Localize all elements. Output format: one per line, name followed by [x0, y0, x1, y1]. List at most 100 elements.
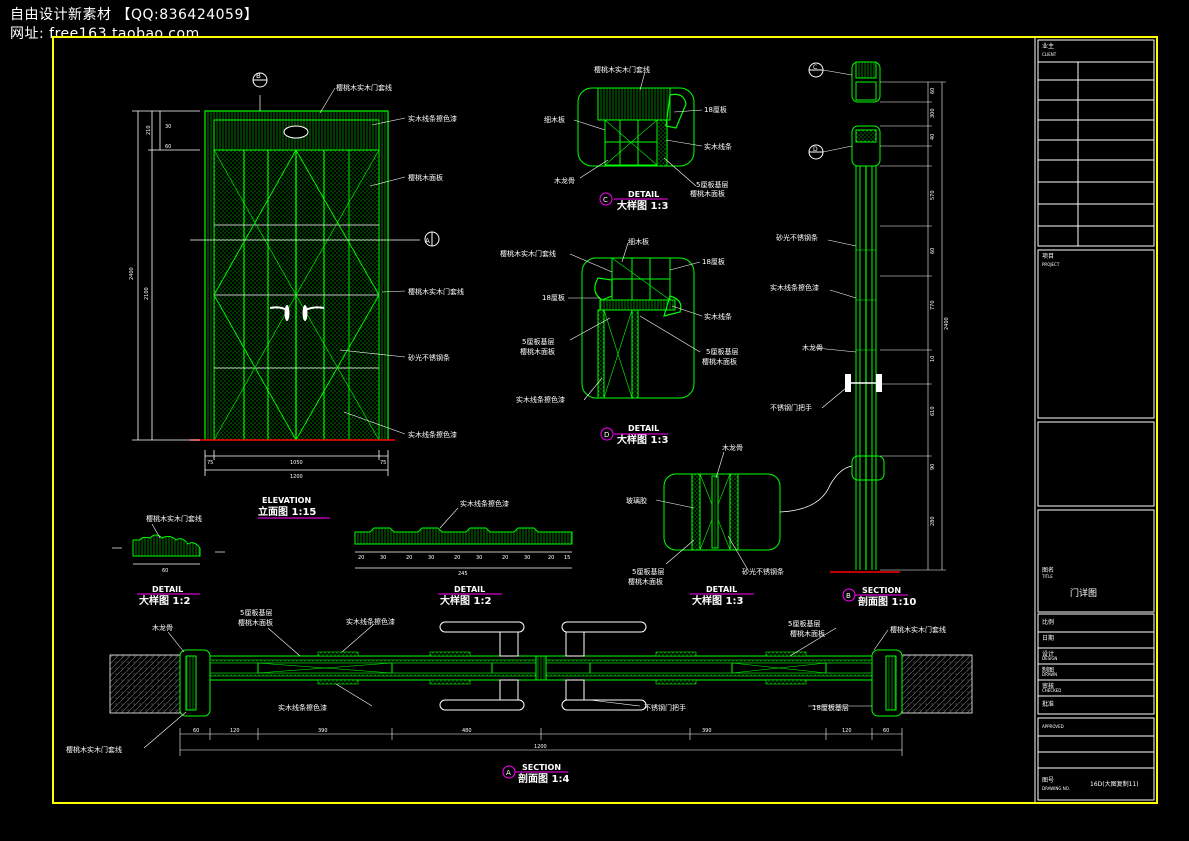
svg-text:20: 20: [358, 555, 364, 561]
section-b-leaders: [815, 239, 857, 409]
section-a-callout-2: 5厘板基层: [240, 608, 272, 617]
section-a-callout-8: 实木线条擦色漆: [278, 703, 327, 712]
section-b-title-cn: 剖面图 1:10: [858, 595, 916, 608]
moulding-title-cn: 大样图 1:2: [139, 594, 190, 607]
svg-text:120: 120: [230, 728, 240, 734]
section-b-callout-2: 实木线条擦色漆: [770, 283, 819, 292]
detail-d-callout-7: 实木线条: [704, 312, 732, 321]
detail-d-drawing: [581, 257, 695, 399]
glass-callout-4: 樱桃木面板: [628, 577, 663, 586]
svg-text:40: 40: [930, 134, 936, 140]
elevation-dimensions: [132, 110, 389, 476]
svg-text:60: 60: [193, 728, 199, 734]
section-a-dim-text: 60 120 390 480 390 120 60 1200: [193, 728, 889, 750]
tb-title-cn: 图名: [1042, 566, 1054, 574]
section-b-dims: [880, 81, 946, 571]
section-a-callout-3: 樱桃木面板: [238, 618, 273, 627]
detail-c-callout-1: 樱桃木实木门套线: [594, 65, 650, 74]
glass-title-cn: 大样图 1:3: [692, 594, 743, 607]
tb-no-en: DRAWING NO.: [1042, 786, 1070, 791]
detail-d-leaders: [568, 242, 703, 401]
section-a-callout-11: 樱桃木实木门套线: [66, 745, 122, 754]
tb-drawing-no: 16D(大图复制11): [1090, 780, 1139, 788]
detail-c-marker: [599, 192, 613, 206]
glass-callout-5: 砂光不锈钢条: [742, 567, 784, 576]
svg-text:15: 15: [564, 555, 570, 561]
svg-text:20: 20: [548, 555, 554, 561]
elev-dim-top-c: 60: [165, 144, 171, 150]
detail-c-letter: C: [603, 196, 608, 204]
detail-d-callout-4: 18厘板: [542, 293, 565, 302]
detail-c-leaders: [573, 71, 703, 187]
elev-dim-height: 2400: [129, 267, 135, 280]
detail-d-callout-3: 18厘板: [702, 257, 725, 266]
detail-c-callout-3: 细木板: [544, 115, 565, 124]
tb-check-cn: 审核: [1042, 682, 1054, 690]
detail-c-title-en: DETAIL: [628, 190, 659, 199]
detail-d-callout-9: 樱桃木面板: [702, 357, 737, 366]
svg-text:570: 570: [930, 190, 936, 200]
moulding-dim: 60: [162, 568, 168, 574]
detail-d-callout-10: 实木线条擦色漆: [516, 395, 565, 404]
elev-callout-5: 砂光不锈钢条: [408, 353, 450, 362]
detail-c-callout-6: 5厘板基层: [696, 180, 728, 189]
detail-d-callout-2: 细木板: [628, 237, 649, 246]
svg-text:C: C: [813, 64, 817, 71]
svg-text:30: 30: [476, 555, 482, 561]
svg-text:60: 60: [883, 728, 889, 734]
detail-d-callout-8: 5厘板基层: [706, 347, 738, 356]
svg-text:20: 20: [406, 555, 412, 561]
elev-callout-2: 实木线条擦色漆: [408, 114, 457, 123]
svg-text:2400: 2400: [944, 317, 950, 330]
title-block: [1034, 37, 1155, 803]
elevation-title-en: ELEVATION: [262, 496, 311, 505]
svg-text:90: 90: [930, 464, 936, 470]
section-b-letter: B: [846, 592, 851, 600]
section-b-callout-1: 砂光不锈钢条: [776, 233, 818, 242]
elev-dim-door-height: 2100: [144, 287, 150, 300]
tb-drawn-en: DRAWN: [1042, 672, 1057, 677]
detail-c-callout-7: 樱桃木面板: [690, 189, 725, 198]
section-a-callout-1: 木龙骨: [152, 623, 173, 632]
section-a-drawing: [109, 621, 973, 717]
svg-text:770: 770: [930, 300, 936, 310]
tb-no-cn: 图号: [1042, 777, 1054, 784]
svg-text:120: 120: [842, 728, 852, 734]
section-a-callout-7: 樱桃木实木门套线: [890, 625, 946, 634]
section-a-callout-9: 不锈钢门把手: [644, 703, 686, 712]
section-b-marker-d: D: [808, 144, 853, 160]
tb-approve-en: APPROVED: [1042, 724, 1064, 729]
detail-c-callout-5: 木龙骨: [554, 176, 575, 185]
strip-dims: 20 30 20 30 20 30 20 30 20 15 245: [358, 555, 570, 577]
glass-callout-1: 木龙骨: [722, 443, 743, 452]
elev-dim-right: 75: [380, 460, 386, 466]
elev-callout-4: 樱桃木实木门套线: [408, 287, 464, 296]
elevation-leaders: [319, 87, 406, 435]
tb-approve-cn: 批准: [1042, 700, 1054, 708]
svg-text:390: 390: [318, 728, 328, 734]
section-a-callout-5: 5厘板基层: [788, 619, 820, 628]
svg-text:1200: 1200: [534, 744, 547, 750]
svg-text:60: 60: [930, 88, 936, 94]
svg-text:480: 480: [462, 728, 472, 734]
svg-text:300: 300: [930, 108, 936, 118]
section-a-callout-4: 实木线条擦色漆: [346, 617, 395, 626]
svg-text:A: A: [425, 237, 430, 245]
tb-client-cn: 业主: [1042, 42, 1054, 50]
elev-dim-top-a: 210: [146, 125, 152, 135]
tb-design-cn: 设计: [1042, 650, 1054, 658]
svg-text:245: 245: [458, 571, 468, 577]
section-a-callout-10: 18厘板基层: [812, 703, 849, 712]
tb-client-en: CLIENT: [1042, 52, 1057, 57]
elev-dim-inner: 1050: [290, 460, 303, 466]
section-a-title-en: SECTION: [522, 763, 561, 772]
section-b-callout-3: 木龙骨: [802, 343, 823, 352]
elev-callout-1: 樱桃木实木门套线: [336, 83, 392, 92]
moulding-callout: 樱桃木实木门套线: [146, 514, 202, 523]
section-b-callout-4: 不锈钢门把手: [770, 403, 812, 412]
detail-d-callout-1: 樱桃木实木门套线: [500, 249, 556, 258]
glass-callout-3: 5厘板基层: [632, 567, 664, 576]
svg-text:20: 20: [454, 555, 460, 561]
detail-d-callout-5: 5厘板基层: [522, 337, 554, 346]
